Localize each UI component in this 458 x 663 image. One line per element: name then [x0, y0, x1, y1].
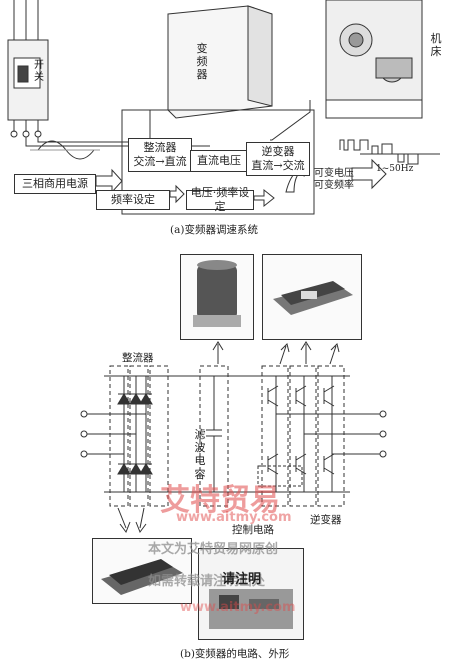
machine-label: 机床: [430, 32, 442, 59]
rectifier-label: 整流器: [122, 352, 154, 364]
capacitor-label: 滤波电容: [194, 428, 206, 481]
machine-tool-drawing: [270, 0, 423, 141]
inverter-label: 逆变器: [310, 514, 342, 526]
watermark-brand: 艾特贸易: [160, 483, 280, 518]
capacitor-photo: [180, 254, 254, 340]
rectifier-box: 整流器 交流→直流: [128, 138, 192, 172]
control-board-photo: [198, 548, 304, 640]
frequency-range: 1~50Hz: [376, 164, 414, 174]
frequency-setting-box: 频率设定: [96, 190, 170, 210]
inverter-internal-frame: [121, 109, 315, 215]
dc-voltage-box: 直流电压: [190, 150, 248, 172]
inverter-function-box: 逆变器 直流→交流: [246, 142, 310, 176]
voltage-frequency-setting-box: 电压·频率设定: [186, 186, 254, 213]
rectifier-module-photo: [92, 538, 192, 604]
switch-label: 开关: [34, 60, 44, 83]
filter-capacitor: [206, 376, 222, 492]
watermark-url-2: www.aitmy.com: [180, 600, 296, 615]
caption-a: (a)变频器调速系统: [170, 224, 258, 236]
caption-b: (b)变频器的电路、外形: [180, 648, 290, 660]
watermark-line2: 如需转载请注明出处: [148, 574, 266, 589]
watermark-stamp: 请注明: [222, 572, 262, 587]
control-circuit-label: 控制电路: [232, 524, 274, 536]
watermark-url: www.aitmy.com: [176, 510, 292, 525]
power-source-box: 三相商用电源: [14, 174, 96, 194]
circuit-breaker: [7, 0, 154, 147]
circuit-schematic: [80, 341, 387, 534]
rectifier-diodes: [117, 376, 153, 492]
inverter-cabinet: [167, 5, 273, 119]
system-diagram-lines: [7, 0, 440, 215]
output-pwm-wave: [339, 139, 440, 165]
output-box: 可变电压 可变频率: [314, 167, 354, 192]
inverter-cabinet-label: 变频器: [196, 42, 208, 82]
inverter-module-photo: [262, 254, 362, 340]
watermark-line1: 本文为艾特贸易网原创: [148, 542, 279, 557]
